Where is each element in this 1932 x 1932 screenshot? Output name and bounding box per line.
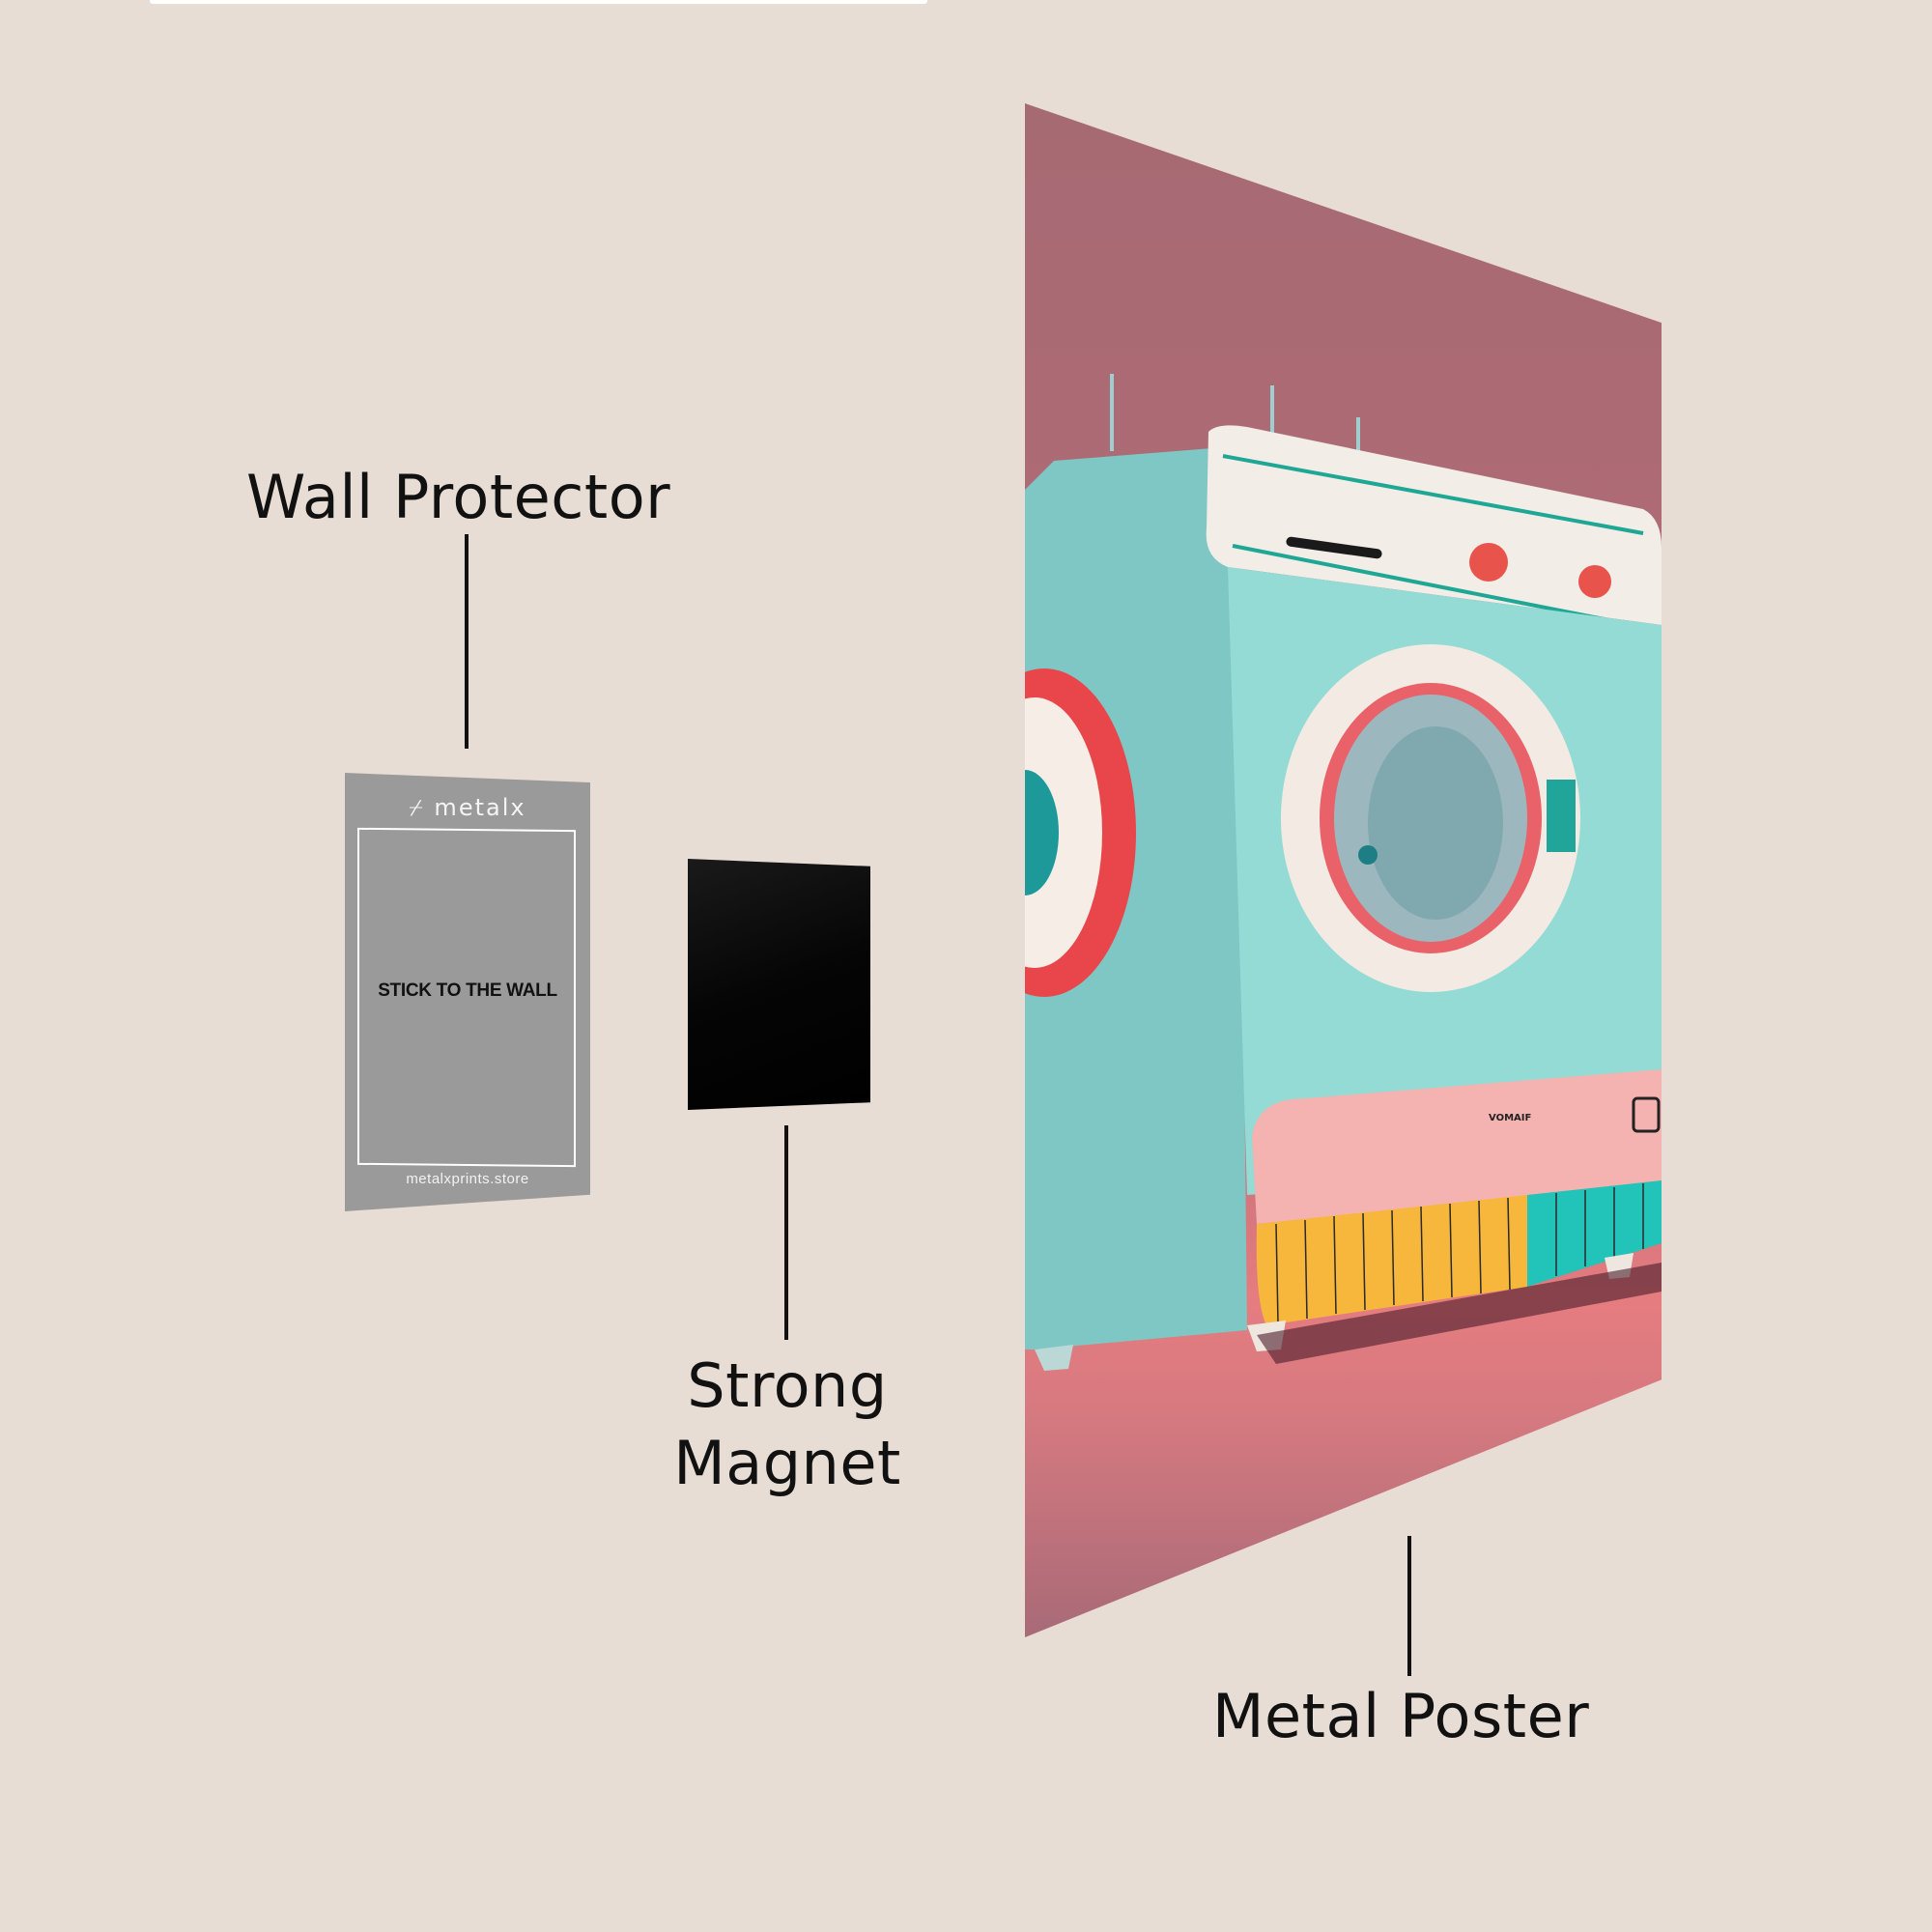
website-text: metalxprints.store bbox=[406, 1171, 529, 1187]
metal-poster-leader-line bbox=[1407, 1536, 1411, 1676]
wall-protector-card: ⌿ metalx STICK TO THE WALL metalxprints.… bbox=[345, 773, 590, 1211]
strong-magnet-label-line2: Magnet bbox=[673, 1428, 901, 1498]
stick-to-wall-text: STICK TO THE WALL bbox=[378, 980, 557, 1001]
strong-magnet-label-line1: Strong bbox=[687, 1350, 888, 1421]
washing-machine-artwork: VOMAIF bbox=[1025, 374, 1662, 1371]
strong-magnet-label: Strong Magnet bbox=[657, 1348, 918, 1502]
strong-magnet-plate bbox=[688, 859, 870, 1110]
svg-text:VOMAIF: VOMAIF bbox=[1489, 1113, 1531, 1123]
metalx-logo: ⌿ metalx bbox=[409, 794, 526, 821]
strong-magnet-leader-line bbox=[784, 1125, 788, 1340]
metal-poster: VOMAIF bbox=[1025, 103, 1662, 1637]
wall-protector-label: Wall Protector bbox=[246, 462, 671, 532]
wall-protector-leader-line bbox=[465, 534, 469, 749]
top-white-strip bbox=[150, 0, 927, 4]
metal-poster-label: Metal Poster bbox=[1212, 1681, 1590, 1751]
